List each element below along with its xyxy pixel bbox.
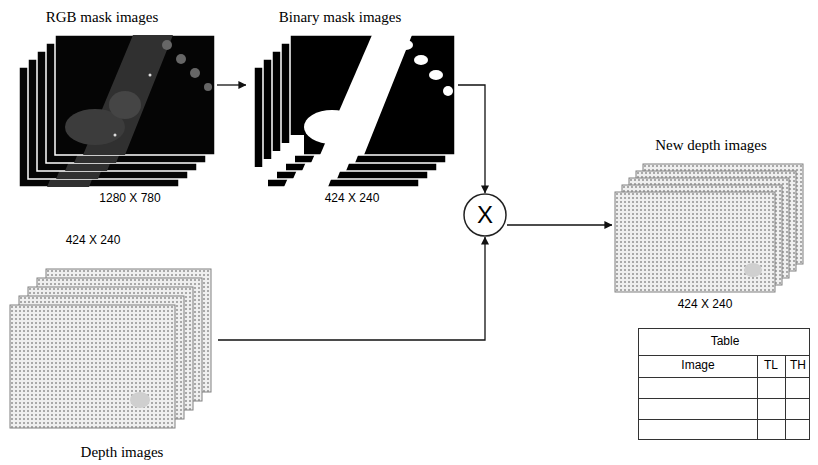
depth-stack — [10, 269, 211, 428]
image-stack: RGB mask images 1280 X 780 — [12, 6, 217, 211]
binary-stack — [254, 35, 455, 187]
circle-outline — [464, 194, 506, 236]
table-rule — [639, 398, 809, 399]
image-stack: 424 X 240Depth images — [6, 232, 218, 464]
table-rule — [639, 419, 809, 420]
rgb-stack — [19, 35, 215, 187]
image-stack: Binary mask images 424 X 240 — [246, 6, 458, 211]
table-header: TL — [764, 359, 778, 373]
stack-caption: Depth images — [81, 444, 164, 461]
size-label: 1280 X 780 — [99, 192, 160, 206]
flow-arrow — [507, 224, 612, 225]
table-rule — [639, 377, 809, 378]
result-table: TableImage TL TH — [638, 328, 810, 440]
size-label: 424 X 240 — [325, 192, 380, 206]
size-label: 424 X 240 — [66, 234, 121, 248]
stack-title: RGB mask images — [46, 9, 159, 26]
size-label: 424 X 240 — [678, 298, 733, 312]
flow-arrow — [458, 85, 485, 193]
table-rule — [639, 355, 809, 356]
table-title: Table — [711, 335, 740, 349]
operator-symbol: X — [477, 201, 493, 229]
flow-arrow — [218, 237, 485, 340]
table-header: Image — [681, 359, 714, 373]
new-depth-stack — [615, 164, 803, 292]
table-header: TH — [790, 359, 806, 373]
stack-title: Binary mask images — [279, 9, 401, 26]
flow-arrow — [217, 84, 246, 85]
stack-title: New depth images — [655, 137, 767, 154]
table-rule — [757, 355, 758, 439]
multiply-circle: X — [463, 193, 507, 237]
image-stack: New depth images 424 X 240 — [612, 135, 804, 315]
table-rule — [785, 355, 786, 439]
